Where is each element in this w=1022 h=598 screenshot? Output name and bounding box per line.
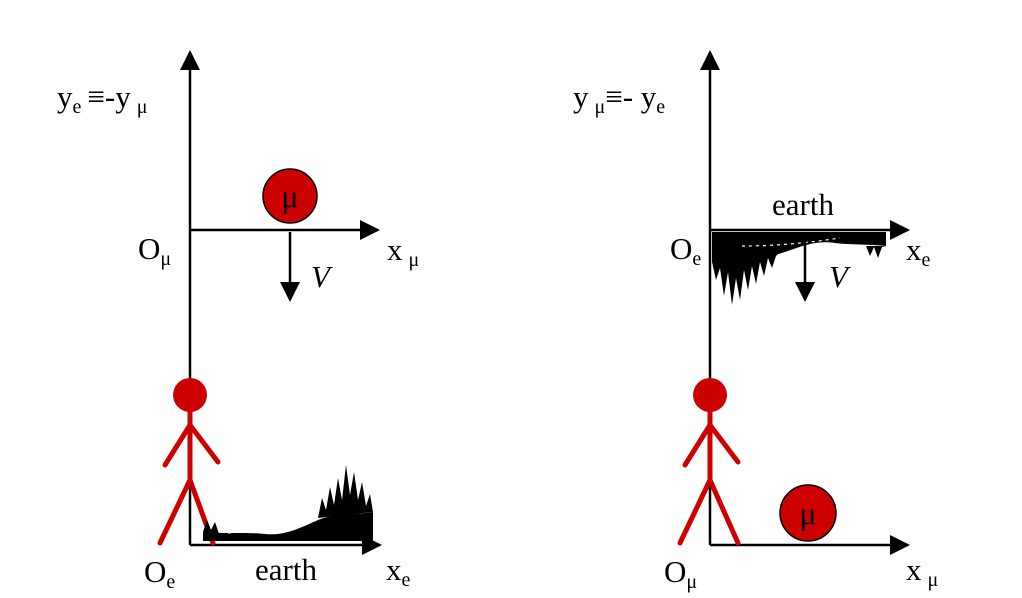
right-muon: μ <box>779 484 837 542</box>
right-muon-circle <box>779 484 837 542</box>
left-muon-circle <box>262 168 318 224</box>
right-earth-terrain <box>712 232 886 305</box>
left-muon-symbol: μ <box>281 178 298 214</box>
right-observer-head <box>693 378 727 412</box>
right-origin-bottom-label: Oμ <box>664 554 697 593</box>
right-origin-top-label: Oe <box>670 231 701 270</box>
left-origin-bottom-label: Oe <box>144 554 175 593</box>
right-earth-label: earth <box>772 187 834 222</box>
left-x-axis-bottom-label: xe <box>386 552 411 591</box>
left-muon: μ <box>262 168 318 224</box>
left-velocity-label: V <box>311 259 333 294</box>
right-muon-symbol: μ <box>799 495 816 531</box>
left-origin-top-label: Oμ <box>138 231 171 270</box>
left-earth-terrain <box>203 465 373 541</box>
right-x-axis-top-label: xe <box>906 232 931 271</box>
left-observer-head <box>173 378 207 412</box>
left-earth-label: earth <box>255 552 317 587</box>
right-observer-figure <box>677 378 741 546</box>
right-velocity-label: V <box>829 259 851 294</box>
